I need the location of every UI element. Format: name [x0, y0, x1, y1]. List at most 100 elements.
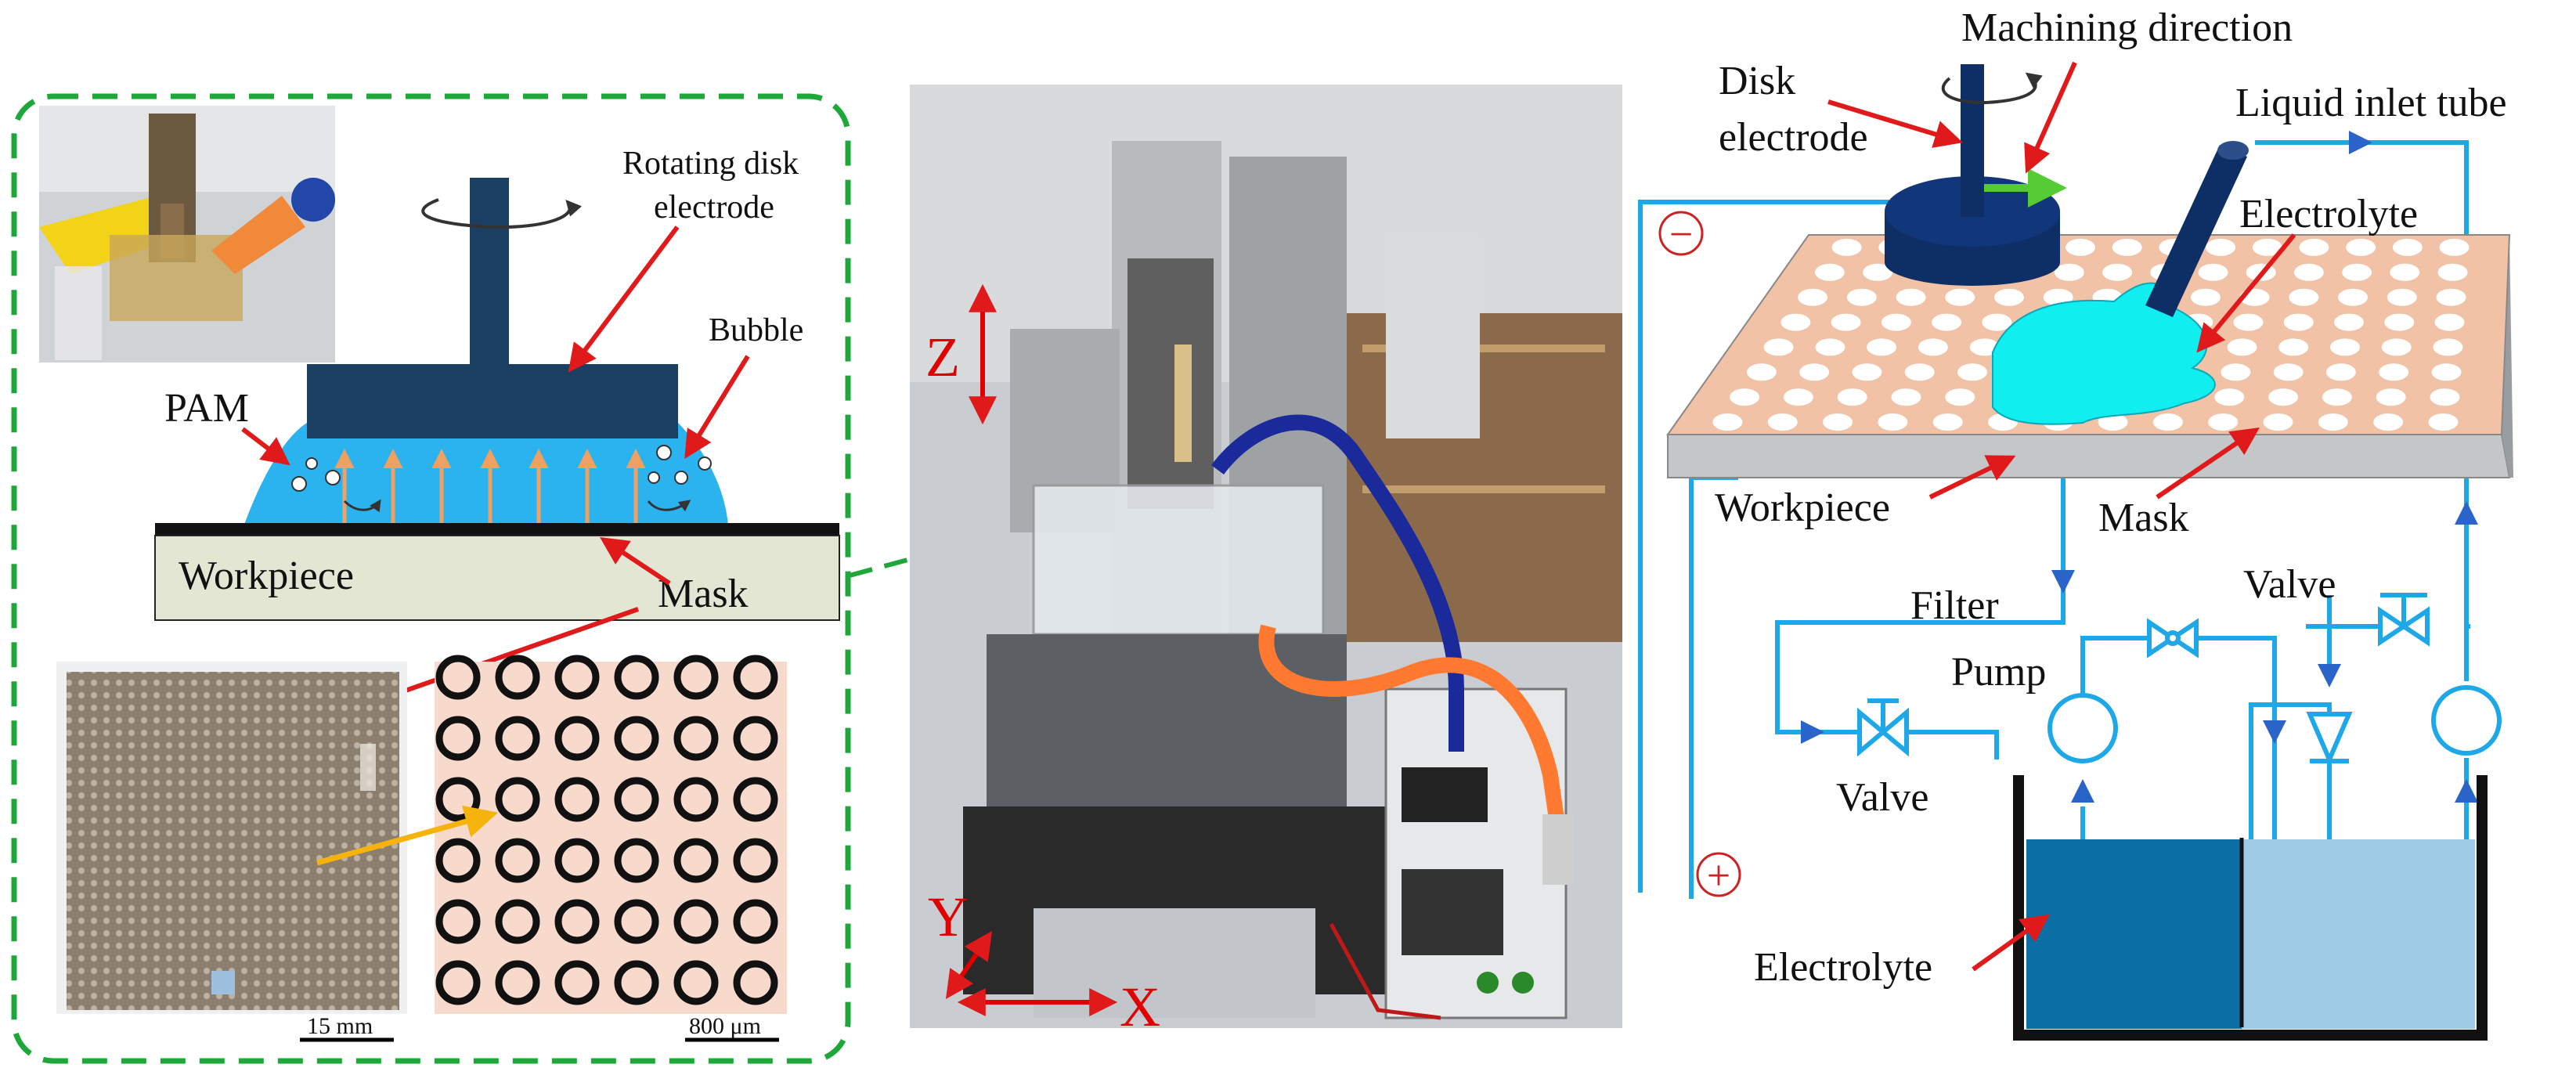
mask-hole	[2392, 238, 2423, 256]
mask-hole	[1815, 338, 1845, 356]
label-valve-bottom: Valve	[1836, 775, 1928, 820]
micro-hole	[614, 716, 659, 761]
mask-hole	[2439, 238, 2470, 256]
axis-arrow-y	[945, 931, 993, 999]
mask-hole	[2437, 263, 2468, 281]
label-rotating-disk-electrode-1: Rotating disk	[622, 146, 799, 182]
mask-hole	[1932, 313, 1962, 331]
ion-flux-arrows	[334, 449, 646, 523]
liquid-inlet-tube	[2145, 141, 2249, 317]
micro-hole	[495, 777, 540, 822]
mask-hole	[2278, 338, 2309, 356]
mask-hole	[1837, 388, 1867, 406]
mask-hole	[2043, 288, 2073, 306]
mask-hole	[2221, 363, 2251, 381]
micro-hole	[614, 655, 659, 700]
rotating-electrode-schematic	[154, 178, 840, 621]
mask-hole	[2322, 388, 2352, 406]
mask-hole	[1814, 263, 1845, 281]
micro-hole	[673, 655, 719, 700]
negative-terminal	[1658, 211, 1704, 256]
label-bubble: Bubble	[709, 312, 803, 348]
micro-hole	[554, 777, 600, 822]
mask-hole	[2346, 238, 2376, 256]
micro-hole	[435, 960, 481, 1005]
label-disk-electrode-1: Disk	[1719, 59, 1795, 103]
disk-electrode	[1885, 64, 2067, 286]
mask-hole	[1767, 413, 1798, 431]
mask-hole	[2273, 363, 2304, 381]
positive-sign: +	[1707, 852, 1730, 899]
mask-hole	[2263, 413, 2293, 431]
mask-hole	[2227, 338, 2257, 356]
mask-hole	[2214, 388, 2245, 406]
micro-hole	[495, 899, 540, 944]
mask-hole	[2318, 413, 2348, 431]
micro-hole	[673, 777, 719, 822]
mask-hole	[2252, 238, 2282, 256]
mask-hole	[2152, 413, 2183, 431]
mask-hole	[2342, 263, 2372, 281]
mask-hole	[2206, 238, 2236, 256]
dashed-frame	[11, 93, 851, 1064]
mask-hole	[1852, 363, 1882, 381]
mask-hole	[1918, 338, 1948, 356]
mask-hole	[2102, 263, 2133, 281]
micro-hole	[495, 838, 540, 883]
rotation-arrow-icon	[421, 198, 583, 229]
label-electrolyte-tank: Electrolyte	[1754, 945, 1932, 990]
micro-hole	[495, 716, 540, 761]
scale-label-left: 15 mm	[307, 1013, 373, 1039]
mask-hole	[2428, 413, 2459, 431]
mask-hole	[1891, 388, 1921, 406]
mask-hole	[2198, 263, 2228, 281]
right-schematic: − +	[1638, 64, 2513, 1041]
right-red-arrows	[1827, 61, 2296, 972]
micro-hole	[614, 960, 659, 1005]
mask-hole	[1831, 313, 1861, 331]
label-mask-right: Mask	[2098, 496, 2189, 540]
mask-hole	[2376, 388, 2406, 406]
mask-hole	[1783, 388, 1813, 406]
positive-terminal	[1696, 852, 1741, 897]
micro-hole	[435, 777, 481, 822]
negative-sign: −	[1669, 211, 1693, 258]
micro-hole	[614, 838, 659, 883]
liquid-pool	[244, 423, 728, 525]
label-valve-top: Valve	[2243, 562, 2336, 607]
flow-arrows	[1801, 131, 2478, 803]
mask-hole	[2436, 288, 2466, 306]
label-mask: Mask	[658, 572, 749, 616]
micro-hole	[673, 838, 719, 883]
mask-hole	[1945, 288, 1975, 306]
mask-hole	[1945, 388, 1975, 406]
mask-hole	[1932, 413, 1963, 431]
micro-hole-photo	[435, 655, 787, 1014]
label-workpiece: Workpiece	[179, 554, 354, 598]
mask-hole	[1780, 313, 1811, 331]
label-filter: Filter	[1910, 583, 1999, 628]
micro-hole	[554, 655, 600, 700]
micro-hole	[673, 716, 719, 761]
mask-hole	[2379, 363, 2409, 381]
mask-hole	[1878, 413, 1908, 431]
mask-hole	[2334, 313, 2364, 331]
mask-hole	[1730, 388, 1760, 406]
mask-hole	[2325, 363, 2356, 381]
micro-hole	[733, 899, 778, 944]
mask-hole	[1982, 313, 2012, 331]
mask-hole	[1799, 363, 1830, 381]
axis-label-x: X	[1120, 976, 1160, 1038]
label-disk-electrode-2: electrode	[1719, 115, 1868, 160]
sample-photo	[56, 662, 407, 1014]
label-pump: Pump	[1951, 650, 2046, 695]
micro-hole	[495, 960, 540, 1005]
mask-hole	[1712, 413, 1743, 431]
bubbles	[291, 445, 712, 492]
mask-hole	[2283, 313, 2314, 331]
mask-hole	[1881, 313, 1911, 331]
mask-hole	[2098, 413, 2128, 431]
micro-hole	[614, 777, 659, 822]
mask-hole	[2433, 338, 2463, 356]
label-electrolyte-top: Electrolyte	[2239, 192, 2418, 236]
